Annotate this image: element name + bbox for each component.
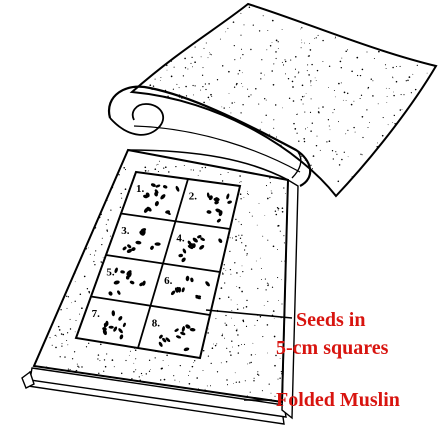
square-number: 4. bbox=[176, 233, 185, 245]
square-number: 3. bbox=[121, 225, 130, 237]
square-number: 1. bbox=[136, 183, 145, 195]
muslin-label: Folded Muslin bbox=[276, 389, 400, 411]
square-number: 8. bbox=[152, 317, 161, 329]
seeds-label-line2: 5-cm squares bbox=[276, 337, 389, 359]
seeds-label-line1: Seeds in bbox=[296, 309, 365, 331]
square-number: 7. bbox=[92, 308, 101, 320]
square-number: 6. bbox=[164, 275, 173, 287]
square-number: 5. bbox=[106, 266, 115, 278]
square-number: 2. bbox=[189, 190, 198, 202]
